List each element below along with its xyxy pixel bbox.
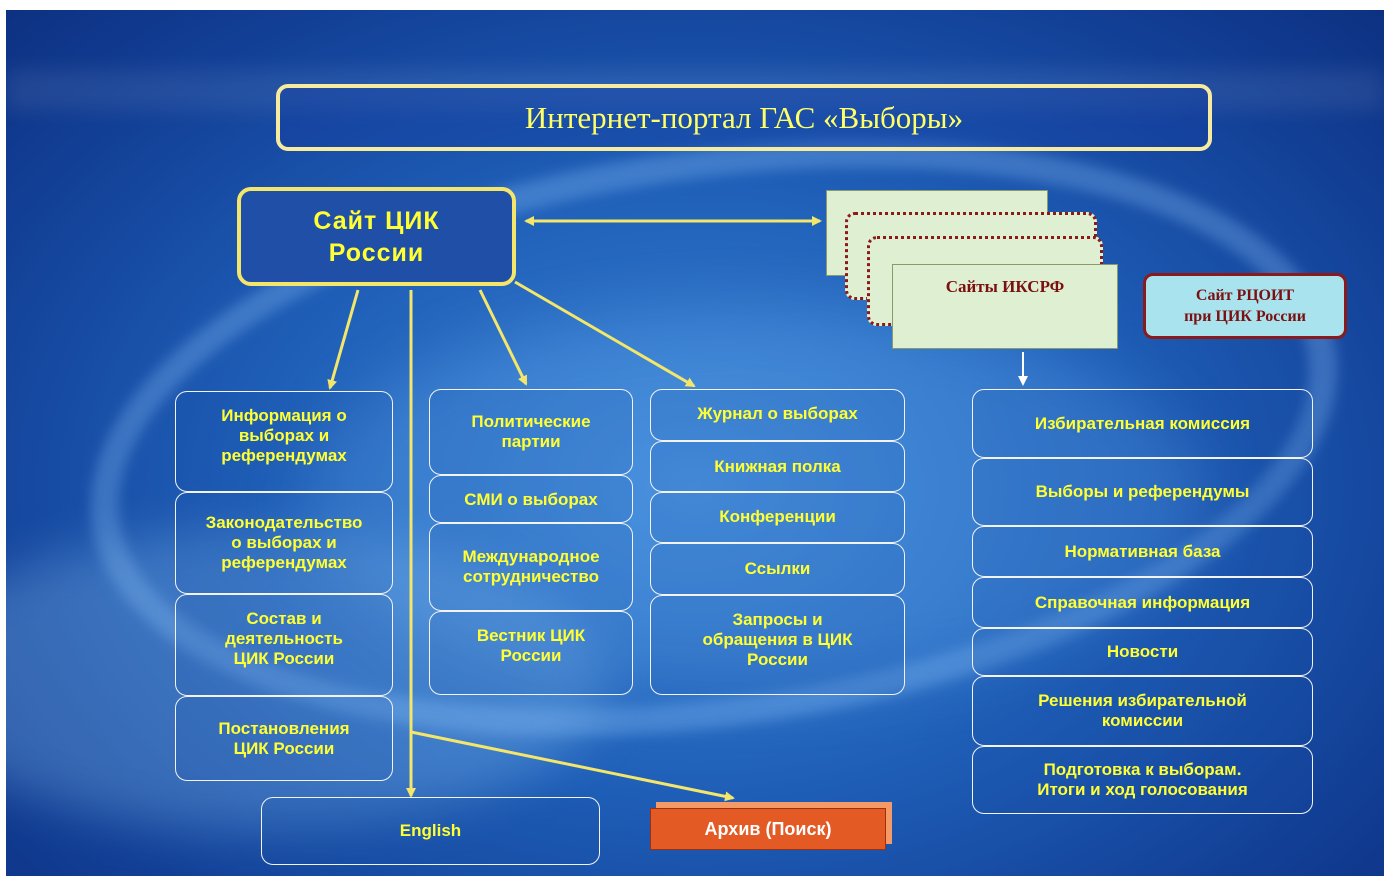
node-text-line: ЦИК России — [233, 738, 335, 758]
node-news[interactable]: Новости — [972, 628, 1313, 676]
node-text-line: Состав и — [246, 609, 322, 628]
arrow-to-archive — [410, 730, 735, 802]
node-text-line: Подготовка к выборам. — [1043, 760, 1242, 779]
archive-label: Архив (Поиск) — [704, 819, 832, 839]
node-text-line: партии — [501, 432, 561, 451]
node-text-line: Журнал о выборах — [697, 404, 858, 423]
node-media-elections[interactable]: СМИ о выборах — [429, 475, 633, 523]
english-label: English — [399, 821, 462, 840]
node-normative-base[interactable]: Нормативная база — [972, 526, 1313, 577]
cik-line2: России — [328, 238, 425, 267]
ikrf-sites-node[interactable]: Сайты ИКСРФ — [892, 264, 1118, 349]
node-text-line: СМИ о выборах — [464, 490, 598, 509]
rcoit-site-node[interactable]: Сайт РЦОИТ при ЦИК России — [1143, 273, 1347, 339]
page-title: Интернет-портал ГАС «Выборы» — [276, 84, 1212, 151]
cik-line1: Сайт ЦИК — [313, 206, 440, 235]
arrow-cik-to-col2 — [478, 289, 528, 386]
node-election-commission[interactable]: Избирательная комиссия — [972, 389, 1313, 458]
background-image — [6, 10, 1384, 876]
node-text-line: референдумах — [221, 446, 347, 465]
node-text-line: России — [747, 650, 808, 669]
node-conferences[interactable]: Конференции — [650, 492, 905, 543]
node-text-line: Решения избирательной — [1038, 691, 1247, 710]
node-text-line: Итоги и ход голосования — [1037, 780, 1248, 799]
node-text-line: Ссылки — [744, 559, 811, 578]
node-text-line: сотрудничество — [463, 567, 599, 586]
node-bookshelf[interactable]: Книжная полка — [650, 441, 905, 492]
arrow-cik-to-col1 — [327, 289, 360, 390]
node-text-line: Выборы и референдумы — [1035, 482, 1250, 501]
node-text-line: Законодательство — [205, 513, 363, 532]
node-text-line: Вестник ЦИК — [476, 626, 586, 645]
node-text-line: Международное — [462, 547, 600, 566]
node-text-line: Новости — [1106, 642, 1179, 661]
node-english[interactable]: English — [261, 797, 600, 865]
arrow-cik-to-col3 — [514, 280, 696, 388]
cik-site-node[interactable]: Сайт ЦИК России — [237, 187, 516, 286]
node-text-line: Запросы и — [732, 610, 823, 629]
node-links[interactable]: Ссылки — [650, 543, 905, 595]
node-reference-info[interactable]: Справочная информация — [972, 577, 1313, 628]
node-text-line: комиссии — [1101, 711, 1184, 730]
ikrf-sites-label: Сайты ИКСРФ — [945, 277, 1065, 296]
node-text-line: о выборах и — [231, 533, 337, 552]
node-elections-referendums[interactable]: Выборы и референдумы — [972, 458, 1313, 526]
node-text-line: Конференции — [719, 507, 836, 526]
title-text: Интернет-портал ГАС «Выборы» — [524, 99, 964, 135]
node-text-line: Избирательная комиссия — [1034, 413, 1251, 433]
node-text-line: Информация о — [221, 406, 347, 425]
node-text-line: Нормативная база — [1064, 541, 1221, 561]
node-preparation-results[interactable]: Подготовка к выборам.Итоги и ход голосов… — [972, 746, 1313, 814]
node-text-line: референдумах — [221, 553, 347, 572]
node-text-line: России — [500, 646, 562, 665]
archive-search-button[interactable]: Архив (Поиск) — [650, 808, 886, 850]
node-elections-journal[interactable]: Журнал о выборах — [650, 389, 905, 441]
rcoit-line1: Сайт РЦОИТ — [1195, 287, 1295, 304]
node-text-line: ЦИК России — [233, 649, 335, 668]
node-text-line: Постановления — [218, 718, 350, 738]
node-text-line: деятельность — [225, 629, 343, 648]
rcoit-line2: при ЦИК России — [1184, 308, 1306, 325]
node-text-line: обращения в ЦИК — [702, 630, 853, 649]
node-text-line: Книжная полка — [714, 456, 841, 476]
node-text-line: выборах и — [238, 426, 330, 445]
node-text-line: Политические — [471, 412, 591, 431]
node-text-line: Справочная информация — [1034, 592, 1251, 612]
